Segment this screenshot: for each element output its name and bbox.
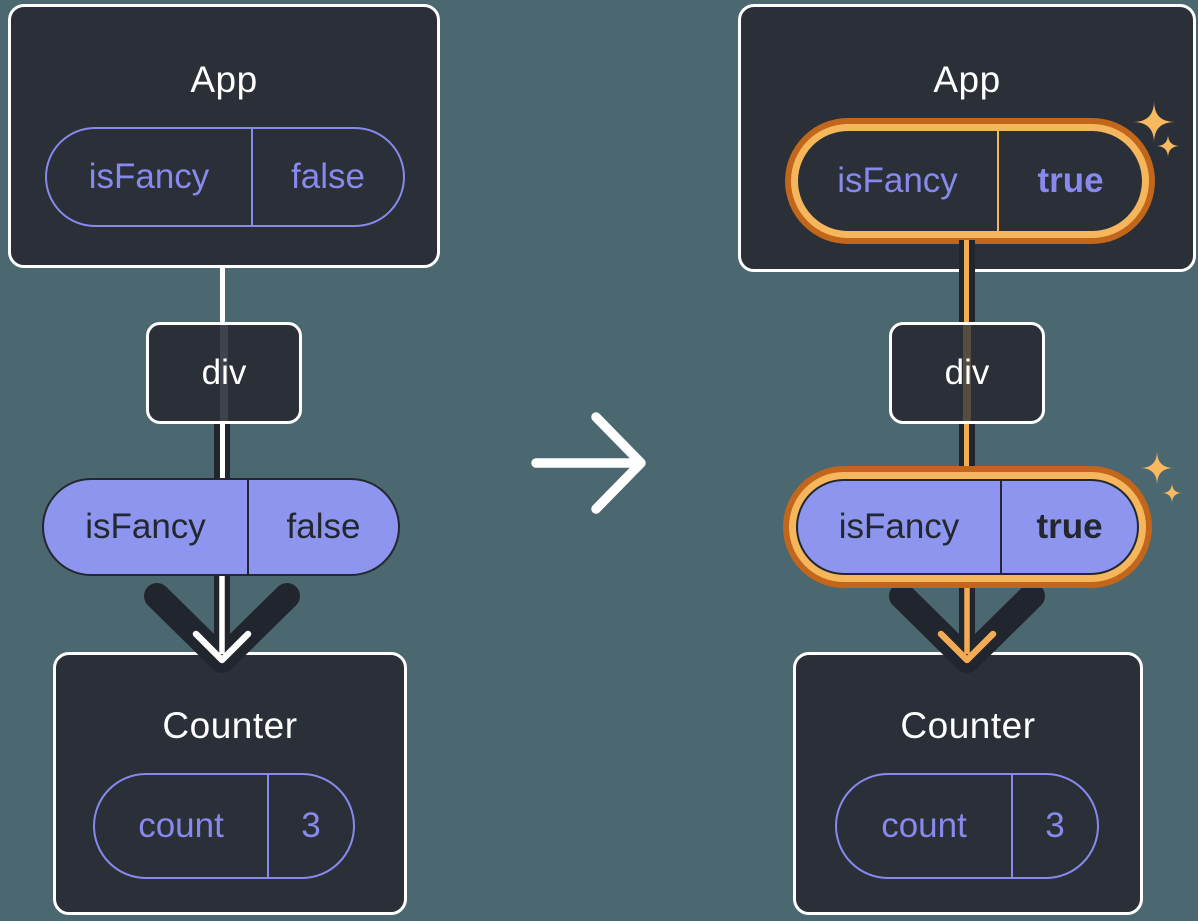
prop-pill-highlighted: isFancy true [796, 479, 1139, 575]
prop-key: isFancy [85, 507, 206, 546]
state-value: false [251, 129, 403, 225]
prop-flow-arrow-icon [144, 570, 300, 673]
state-key: isFancy [837, 161, 958, 200]
state-key: count [138, 806, 224, 845]
counter-component-box: Counter count 3 [793, 652, 1143, 915]
app-component-box: App isFancy false [8, 4, 440, 268]
state-key: count [881, 806, 967, 845]
div-to-prop-connector-core [220, 424, 225, 480]
state-pill: isFancy false [45, 127, 405, 227]
sparkle-icon [1133, 101, 1180, 158]
app-to-div-connector [220, 266, 225, 324]
component-title: App [190, 59, 258, 100]
dom-node-label: div [944, 353, 990, 392]
prop-key: isFancy [838, 507, 960, 546]
prop-value: true [1000, 481, 1137, 573]
transition-right-arrow-icon [531, 412, 646, 514]
div-dom-node-box: div [146, 322, 302, 424]
state-key: isFancy [88, 157, 210, 196]
div-dom-node-box: div [889, 322, 1045, 424]
state-value: 3 [1011, 775, 1097, 877]
sparkle-icon [1140, 451, 1183, 504]
component-title: Counter [162, 705, 298, 746]
counter-component-box: Counter count 3 [53, 652, 407, 915]
component-title: App [933, 59, 1001, 100]
flow-line-shadow [220, 325, 228, 421]
prop-value: false [247, 480, 398, 574]
state-value: true [997, 131, 1142, 231]
app-component-box: App isFancy true [738, 4, 1196, 272]
state-value: 3 [267, 775, 353, 877]
state-pill: count 3 [835, 773, 1099, 879]
prop-pill: isFancy false [42, 478, 400, 576]
app-to-div-connector-core [964, 240, 969, 324]
state-pill: count 3 [93, 773, 355, 879]
component-title: Counter [900, 705, 1036, 746]
state-pill-highlighted: isFancy true [798, 131, 1142, 231]
div-to-prop-connector-core [964, 424, 969, 470]
prop-flow-arrow-icon [889, 570, 1045, 673]
flow-line-shadow [963, 325, 971, 421]
dom-node-label: div [201, 353, 247, 392]
